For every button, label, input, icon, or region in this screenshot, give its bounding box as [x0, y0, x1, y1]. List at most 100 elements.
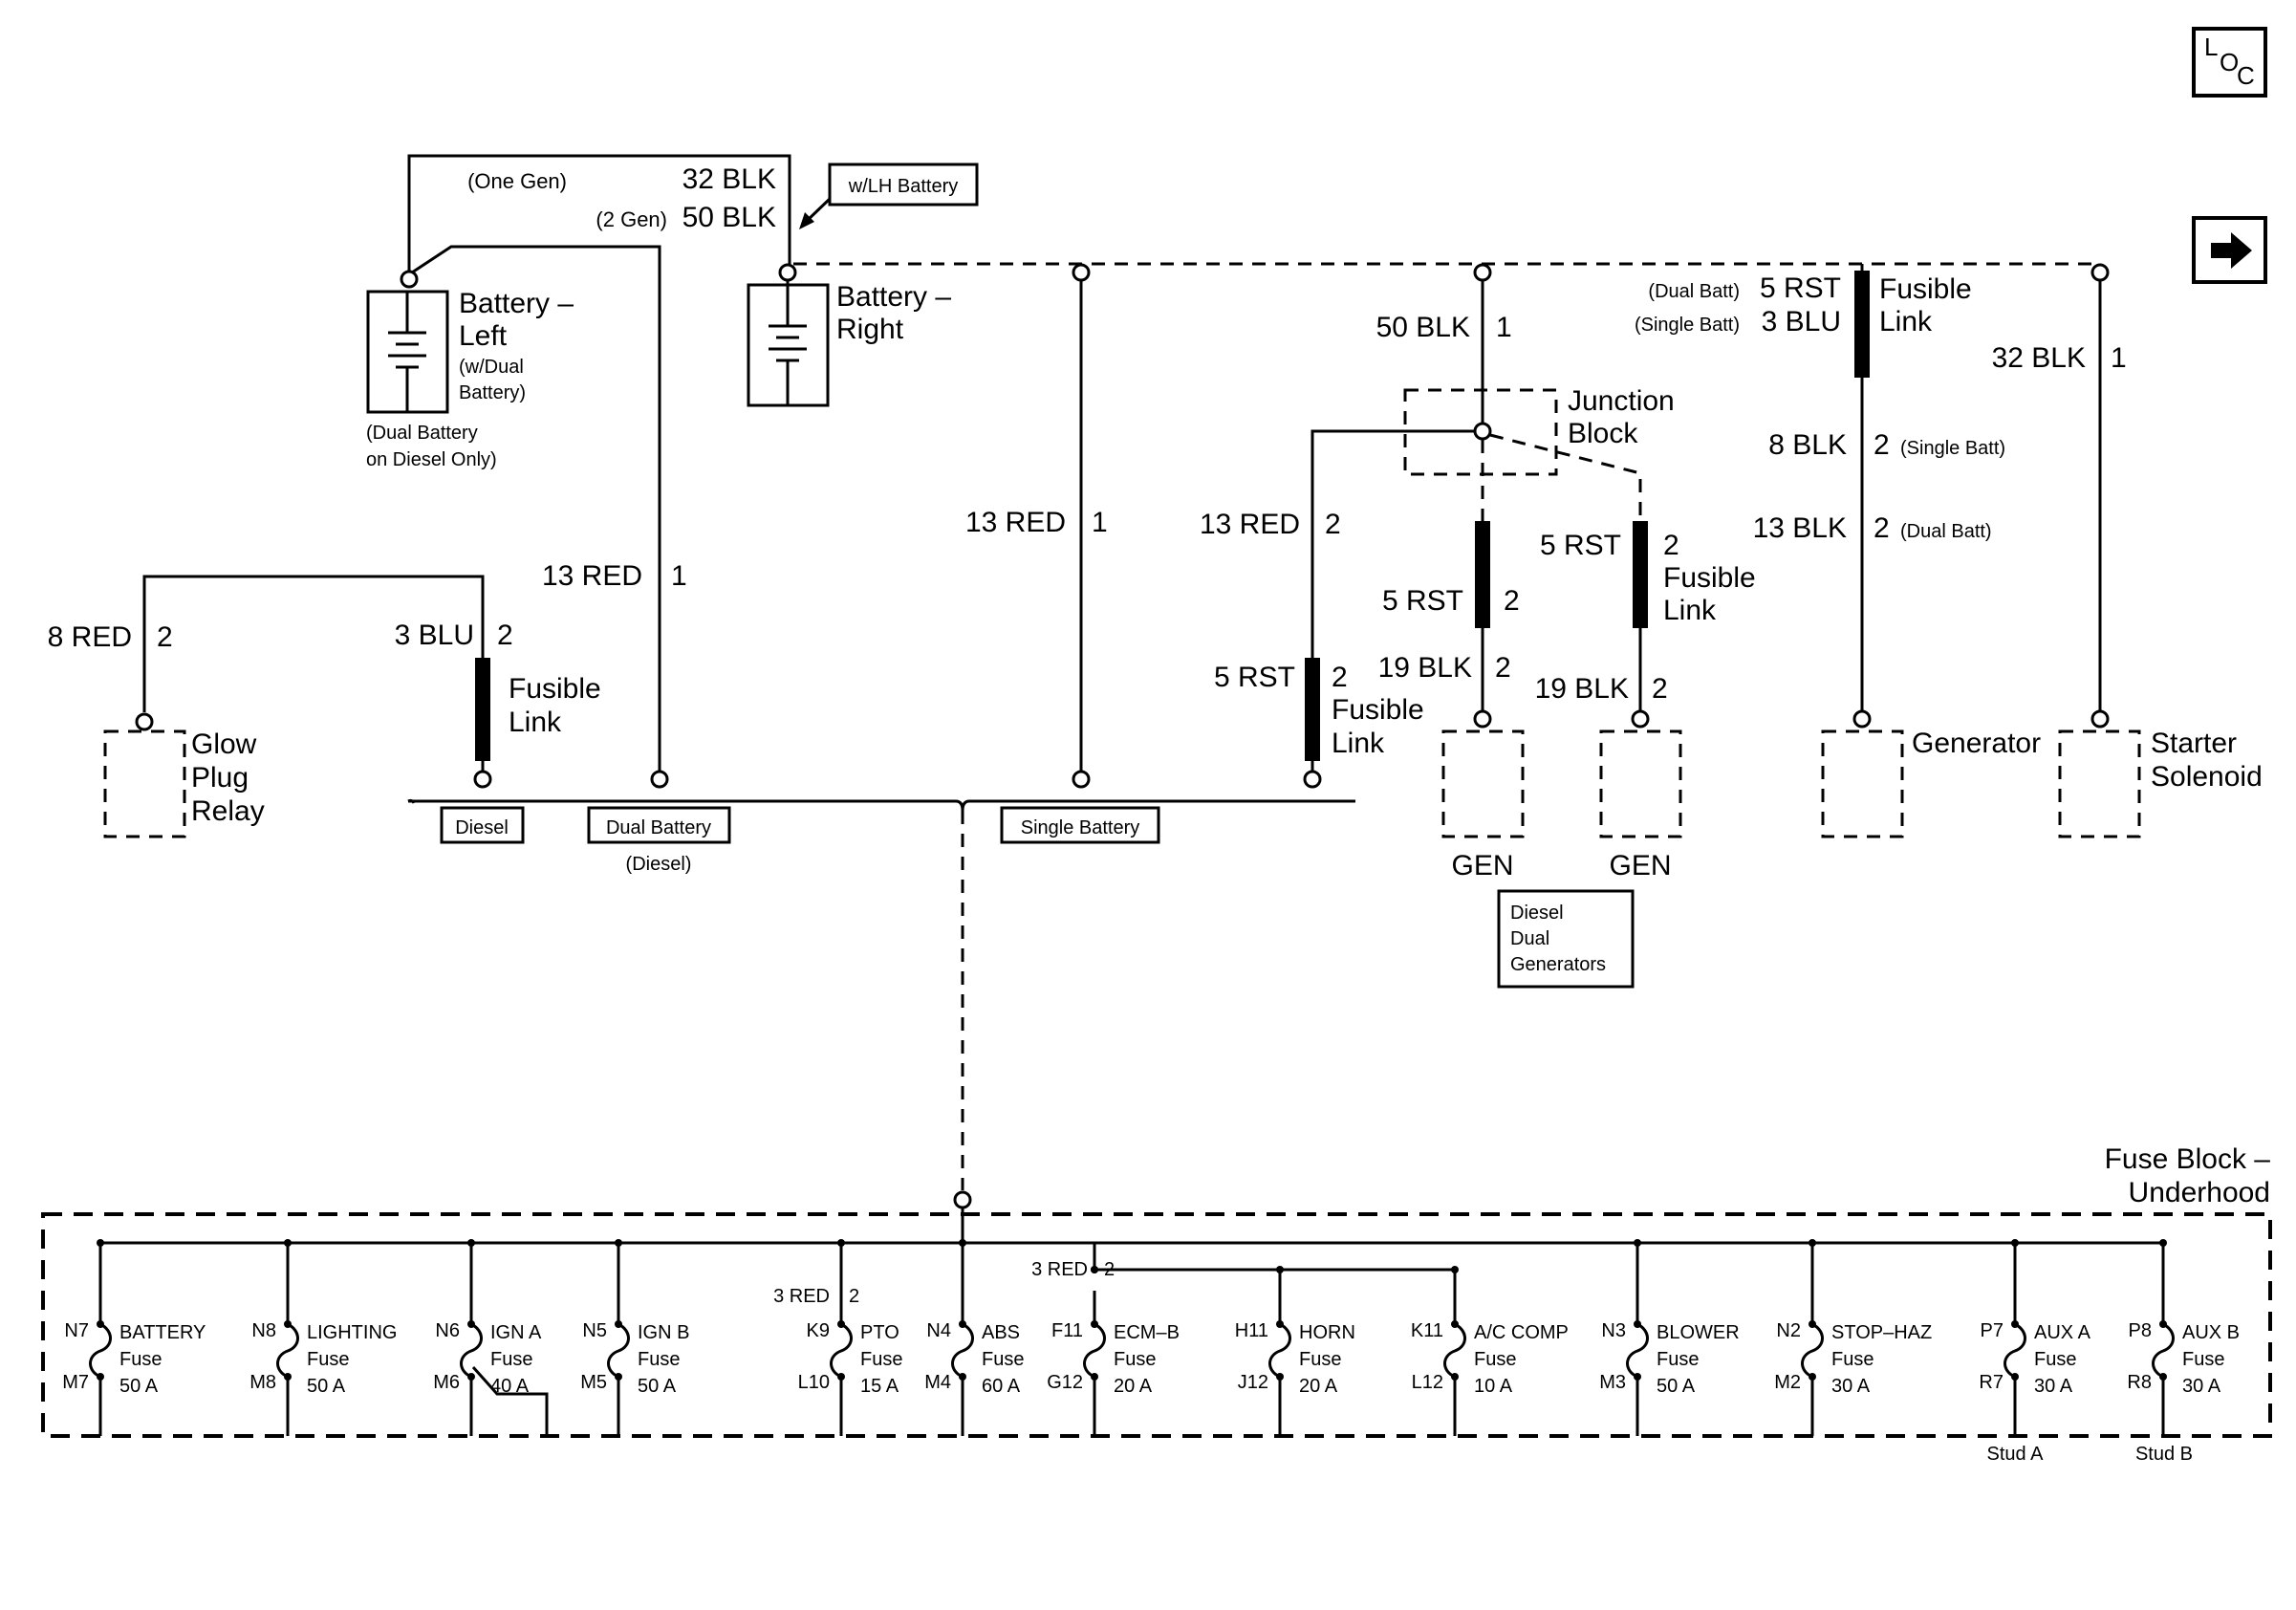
fuse-rating: 30 A	[2034, 1376, 2073, 1397]
fusible-link-label: Fusible	[509, 673, 601, 705]
one-gen-label: (One Gen)	[467, 169, 567, 193]
wire-8red: 8 RED	[48, 621, 132, 653]
wire-13red-jb-pin: 2	[1325, 509, 1341, 540]
fuse-rating: 60 A	[982, 1376, 1021, 1397]
fuse-name: AUX A	[2034, 1322, 2091, 1343]
arrow-right-icon	[2211, 232, 2252, 269]
wire-5rst-gen2-pin: 2	[1663, 530, 1679, 561]
loc-letter-o: O	[2220, 48, 2239, 76]
battery-left-sub: (w/Dual	[459, 357, 524, 378]
wire-13red-mid: 13 RED	[965, 507, 1066, 538]
two-gen-label: (2 Gen)	[596, 207, 667, 231]
fuse-rating: 20 A	[1114, 1376, 1153, 1397]
generator-label: Generator	[1912, 728, 2041, 759]
diesel-option-box: Diesel	[440, 806, 525, 844]
wire-5rst-low: 5 RST	[1214, 662, 1295, 693]
fusible-link-label-d: Fusible	[1879, 273, 1972, 305]
single-battery-option-box: Single Battery	[1000, 806, 1160, 844]
fuse-cavity-bottom: G12	[1047, 1372, 1083, 1393]
wire-19blk-gen2-pin: 2	[1652, 673, 1668, 705]
wire-32blk: 32 BLK	[1992, 342, 2086, 374]
loc-button[interactable]: L O C	[2192, 27, 2267, 98]
glow-plug-label: Glow	[191, 729, 257, 760]
fuse-cavity-bottom: M2	[1774, 1372, 1801, 1393]
starter-solenoid-component	[2058, 729, 2141, 838]
next-page-button[interactable]	[2192, 216, 2267, 284]
pto-wire-pin: 2	[849, 1286, 859, 1307]
glow-plug-relay	[103, 729, 186, 838]
wire-8blk-pin: 2	[1874, 429, 1890, 461]
wire-5rst-gen1-pin: 2	[1504, 585, 1520, 617]
fuse-block-underhood	[41, 1212, 2272, 1438]
fuse-type: Fuse	[307, 1349, 349, 1370]
fuse-block-title: Fuse Block –	[2105, 1143, 2271, 1175]
fuse-name: PTO	[860, 1322, 899, 1343]
pto-wire-label: 3 RED	[773, 1286, 830, 1307]
fuse-block-title-2: Underhood	[2129, 1177, 2270, 1208]
fuse-cavity-top: N8	[251, 1320, 276, 1341]
fuse-rating: 50 A	[638, 1376, 677, 1397]
fuse-cavity-bottom: M5	[580, 1372, 607, 1393]
wire-3blu: 3 BLU	[395, 620, 474, 651]
fuse-cavity-bottom: R8	[2127, 1372, 2152, 1393]
battery-left-note-2: on Diesel Only)	[366, 449, 497, 470]
fuse-name: BATTERY	[119, 1322, 206, 1343]
fuse-name: ECM–B	[1114, 1322, 1180, 1343]
svg-text:Dual Battery: Dual Battery	[606, 817, 711, 838]
fuse-type: Fuse	[1831, 1349, 1874, 1370]
wire-32blk-pin: 1	[2111, 342, 2127, 374]
junction-block-label-2: Block	[1568, 418, 1638, 449]
svg-text:Generators: Generators	[1510, 954, 1606, 975]
gen2-label: GEN	[1609, 850, 1671, 881]
fuse-rating: 30 A	[1831, 1376, 1871, 1397]
fuse-cavity-top: F11	[1051, 1320, 1083, 1341]
fusible-link-diesel	[475, 658, 490, 761]
battery-right-title-2: Right	[836, 314, 904, 345]
fuse-cavity-top: N4	[926, 1320, 951, 1341]
starter-label: Starter	[2151, 728, 2237, 759]
wire-8blk-note: (Single Batt)	[1900, 438, 2005, 459]
gen1-label: GEN	[1451, 850, 1513, 881]
wire-8red-pin: 2	[157, 621, 173, 653]
wire-13blk-pin: 2	[1874, 512, 1890, 544]
fusible-link-label-c: Fusible	[1663, 562, 1756, 594]
battery-left-sub-2: Battery)	[459, 382, 526, 403]
fuse-type: Fuse	[119, 1349, 162, 1370]
two-gen-wire-label: 50 BLK	[682, 202, 776, 233]
fuse-name: STOP–HAZ	[1831, 1322, 1932, 1343]
glow-plug-label-3: Relay	[191, 795, 265, 827]
svg-text:w/LH Battery: w/LH Battery	[848, 176, 958, 197]
svg-text:Dual: Dual	[1510, 928, 1549, 949]
fuse-cavity-top: N6	[435, 1320, 460, 1341]
fuse-type: Fuse	[1114, 1349, 1156, 1370]
fuse-name: A/C COMP	[1474, 1322, 1569, 1343]
junction-block-label: Junction	[1568, 385, 1675, 417]
fuse-rating: 50 A	[307, 1376, 346, 1397]
fuse-rating: 30 A	[2182, 1376, 2221, 1397]
fuse-cavity-top: N2	[1776, 1320, 1801, 1341]
fuse-type: Fuse	[860, 1349, 902, 1370]
wire-19blk-gen1-pin: 2	[1495, 652, 1511, 684]
fuse-cavity-bottom: M3	[1599, 1372, 1626, 1393]
fuse-cavity-top: H11	[1235, 1320, 1268, 1341]
wire-5rst-gen2: 5 RST	[1540, 530, 1621, 561]
fuse-cavity-bottom: M6	[433, 1372, 460, 1393]
wire-5rst-low-pin: 2	[1332, 662, 1348, 693]
fuse-name: IGN A	[490, 1322, 542, 1343]
wire-19blk-gen2: 19 BLK	[1535, 673, 1629, 705]
dual-batt-label: (Dual Batt)	[1648, 281, 1740, 302]
battery-right	[747, 280, 830, 407]
fuse-cavity-bottom: J12	[1238, 1372, 1268, 1393]
battery-left-title-2: Left	[459, 320, 508, 352]
fuse-type: Fuse	[1474, 1349, 1516, 1370]
